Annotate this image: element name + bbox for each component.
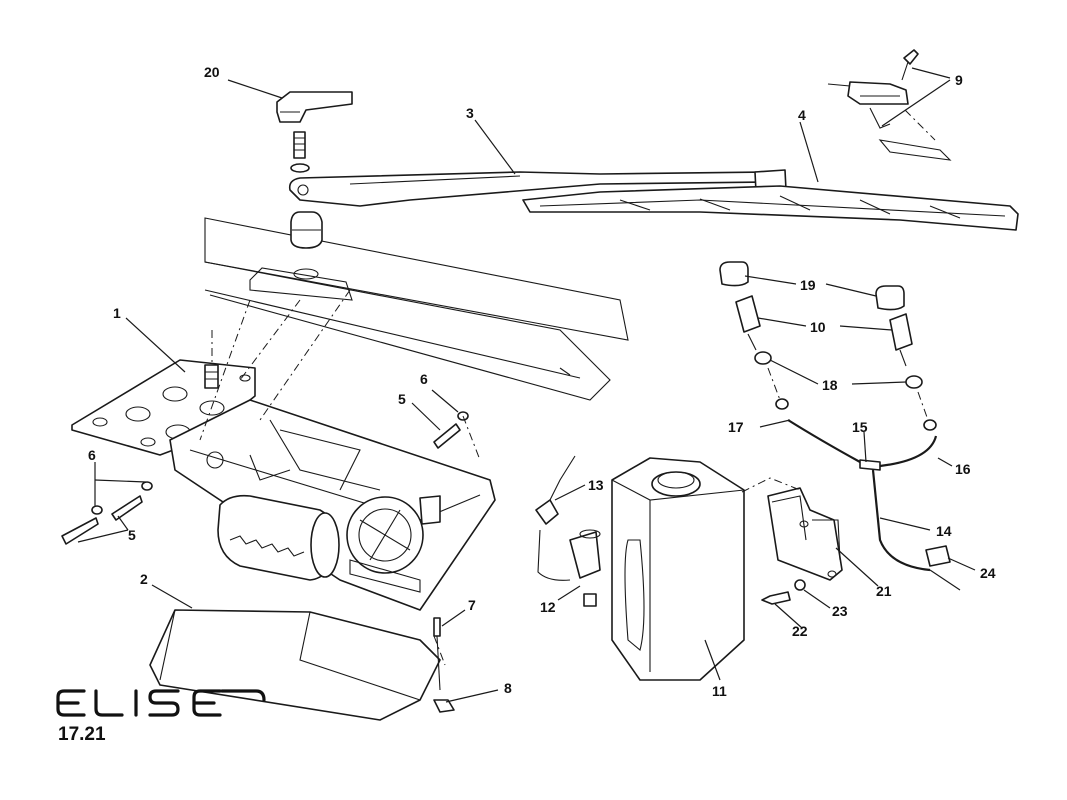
nut-cover-cap xyxy=(276,91,353,123)
washer-hoses xyxy=(787,419,961,591)
wiper-blade xyxy=(522,185,1019,231)
elise-logo xyxy=(56,689,266,717)
leader-lines xyxy=(77,67,976,703)
wiper-motor xyxy=(217,494,441,593)
callout-1: 1 xyxy=(113,305,121,321)
callout-17: 17 xyxy=(728,419,744,435)
callout-19: 19 xyxy=(800,277,816,293)
callout-7: 7 xyxy=(468,597,476,613)
scuttle-panel xyxy=(204,217,629,401)
bracket-fixings xyxy=(761,579,806,605)
callout-2: 2 xyxy=(140,571,148,587)
callout-6-right: 6 xyxy=(420,371,428,387)
washer-jets xyxy=(719,261,937,431)
callout-12: 12 xyxy=(540,599,556,615)
callout-9: 9 xyxy=(955,72,963,88)
callout-3: 3 xyxy=(466,105,474,121)
assembly-lines xyxy=(199,289,481,666)
spindle-fixing xyxy=(290,131,323,249)
callout-18: 18 xyxy=(822,377,838,393)
callout-22: 22 xyxy=(792,623,808,639)
reservoir-bracket xyxy=(741,477,843,581)
callout-20: 20 xyxy=(204,64,220,80)
callout-5-right: 5 xyxy=(398,391,406,407)
callout-21: 21 xyxy=(876,583,892,599)
washer-pump xyxy=(535,455,601,607)
washer-reservoir xyxy=(611,457,745,681)
callout-labels: 20 3 4 9 1 2 5 6 6 5 7 8 13 12 11 19 10 … xyxy=(88,64,996,699)
callout-11: 11 xyxy=(712,683,727,699)
screw-and-clip xyxy=(433,617,455,713)
callout-10: 10 xyxy=(810,319,826,335)
bolts-washers xyxy=(61,411,469,545)
callout-15: 15 xyxy=(852,419,868,435)
callout-16: 16 xyxy=(955,461,971,477)
check-valve xyxy=(925,545,951,567)
callout-6-left: 6 xyxy=(88,447,96,463)
callout-13: 13 xyxy=(588,477,604,493)
blade-connector-detail xyxy=(827,49,952,161)
diagram-code: 17.21 xyxy=(58,724,106,745)
wiper-arm xyxy=(288,169,787,207)
callout-23: 23 xyxy=(832,603,848,619)
callout-14: 14 xyxy=(936,523,952,539)
callout-4: 4 xyxy=(798,107,806,123)
callout-24: 24 xyxy=(980,565,996,581)
callout-8: 8 xyxy=(504,680,512,696)
callout-5-left: 5 xyxy=(128,527,136,543)
